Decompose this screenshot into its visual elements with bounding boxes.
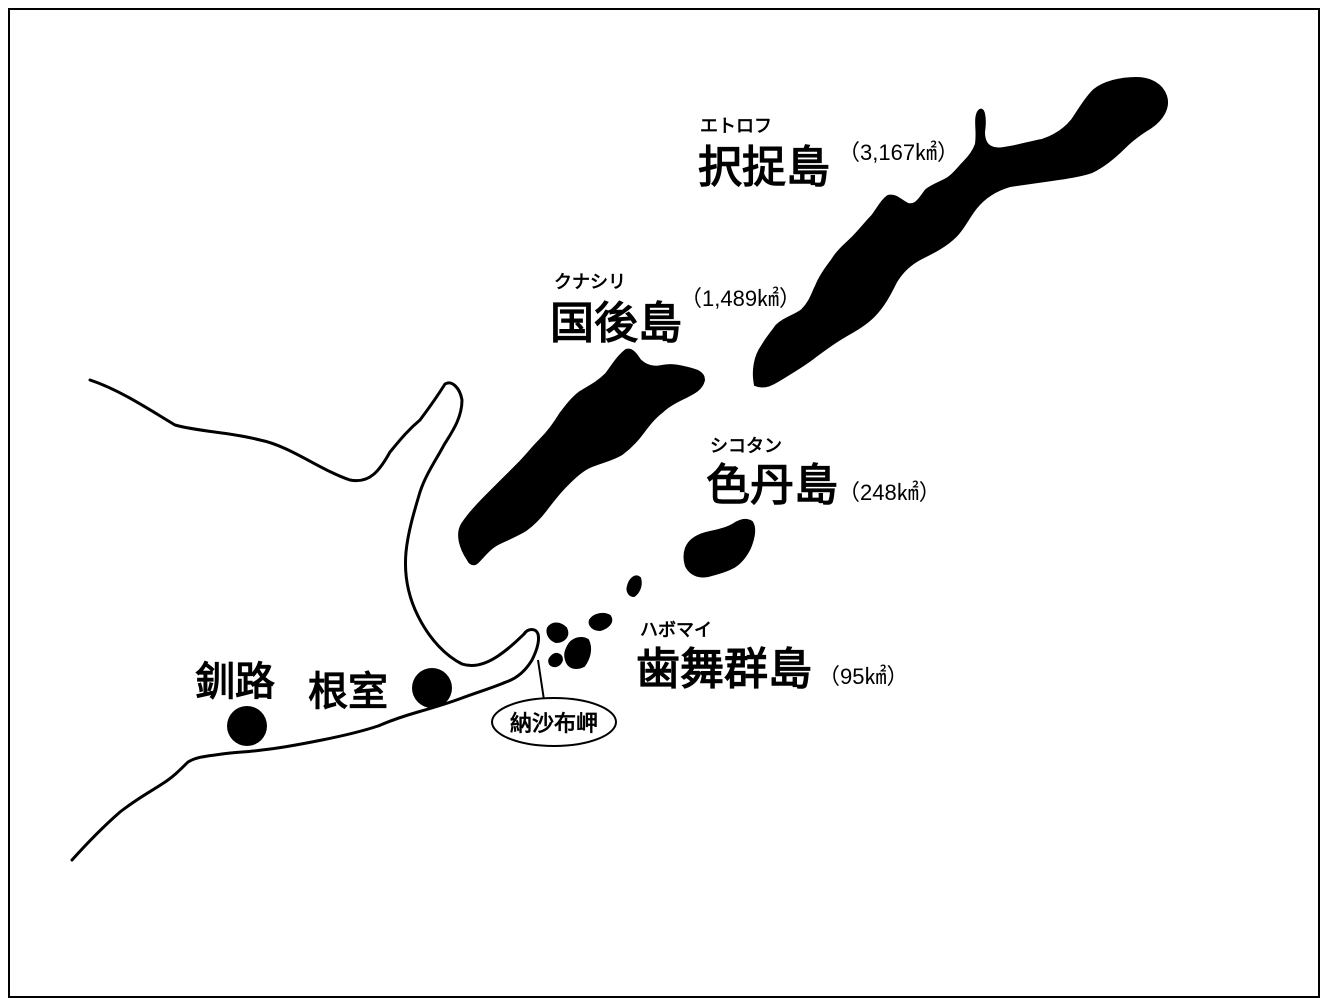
nemuro-label: 根室 [308, 669, 388, 715]
island-habomai-1 [626, 575, 642, 598]
habomai-name: 歯舞群島 [636, 644, 812, 695]
shikotan-area: （248㎢） [838, 480, 941, 505]
etorofu-area: （3,167㎢） [838, 140, 959, 165]
kushiro-label: 釧路 [195, 659, 276, 705]
kunashiri-area: （1,489㎢） [680, 286, 801, 311]
cape-leader-line [537, 659, 545, 701]
shikotan-reading: シコタン [710, 436, 782, 457]
island-etorofu [752, 76, 1168, 388]
kushiro-marker [227, 706, 267, 746]
island-habomai-4 [564, 637, 592, 669]
cape-label: 納沙布岬 [510, 711, 598, 737]
etorofu-reading: エトロフ [700, 116, 772, 137]
nemuro-marker [412, 668, 452, 708]
island-habomai-5 [548, 652, 564, 668]
kunashiri-name: 国後島 [550, 298, 682, 349]
hokkaido-north-coast [88, 378, 526, 668]
island-kunashiri [458, 348, 706, 566]
habomai-reading: ハボマイ [640, 620, 712, 641]
etorofu-name: 択捉島 [698, 142, 830, 193]
island-shikotan [683, 518, 756, 578]
cape-callout-bubble [491, 697, 617, 747]
shikotan-name: 色丹島 [706, 460, 838, 511]
island-habomai-2 [588, 612, 613, 632]
hokkaido-south-coast [70, 752, 224, 862]
habomai-area: （95㎢） [818, 664, 908, 689]
island-habomai-3 [546, 622, 569, 644]
kunashiri-reading: クナシリ [554, 272, 626, 293]
